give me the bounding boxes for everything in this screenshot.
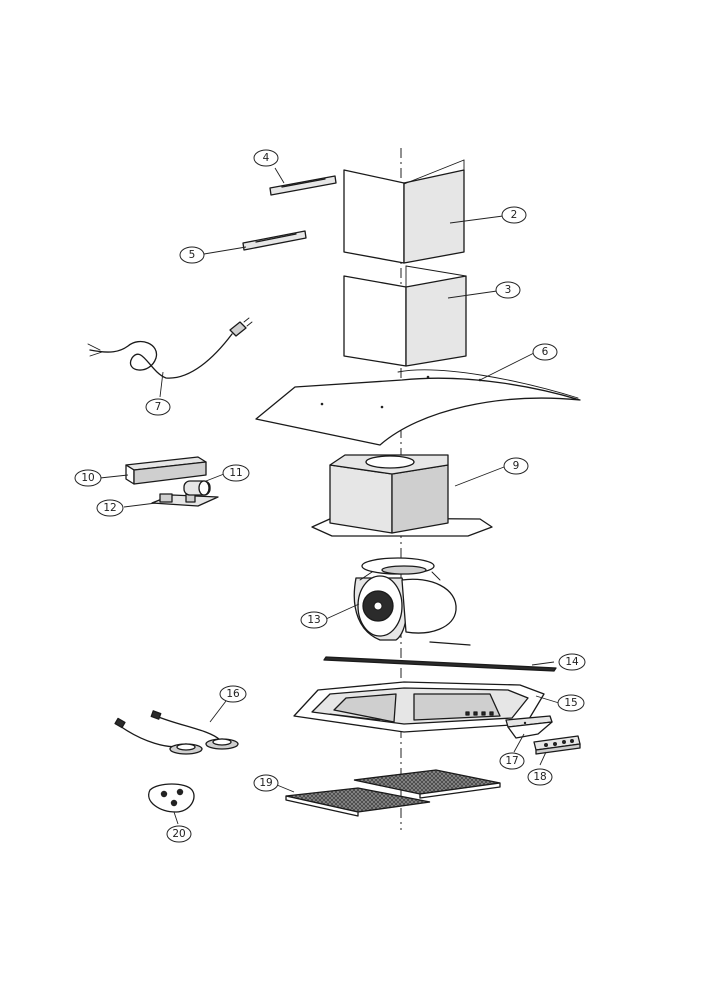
svg-text:2: 2 <box>511 209 518 221</box>
callout-10: 10 <box>74 469 102 487</box>
svg-text:14: 14 <box>565 656 579 668</box>
callout-13: 13 <box>300 611 328 629</box>
sealing-strip <box>323 641 557 672</box>
switch-bracket <box>505 715 553 739</box>
lower-mounting-bracket <box>242 230 307 251</box>
callout-11: 12 <box>96 499 124 517</box>
motor-housing <box>311 454 493 537</box>
callout-14: 14 <box>558 653 586 671</box>
blower-motor <box>353 557 457 641</box>
svg-text:4: 4 <box>263 152 270 164</box>
svg-text:19: 19 <box>259 777 272 789</box>
terminal-block <box>151 493 219 507</box>
svg-text:16: 16 <box>226 688 240 700</box>
svg-text:7: 7 <box>155 401 162 413</box>
svg-text:5: 5 <box>189 249 196 261</box>
hood-body <box>293 681 545 733</box>
callout-12: 11 <box>222 464 250 482</box>
callout-16: 16 <box>219 685 247 703</box>
control-panel <box>533 735 581 755</box>
callout-5: 5 <box>179 246 205 264</box>
callout-6: 6 <box>532 343 558 361</box>
svg-text:11: 11 <box>229 467 242 479</box>
svg-text:20: 20 <box>172 828 185 840</box>
callout-4: 4 <box>253 149 279 167</box>
svg-text:3: 3 <box>505 284 512 296</box>
leader-lines <box>99 167 560 825</box>
callout-19: 19 <box>253 774 279 792</box>
callout-3: 3 <box>495 281 521 299</box>
capacitor <box>183 480 211 496</box>
svg-text:15: 15 <box>564 697 577 709</box>
upper-mounting-bracket <box>269 175 337 196</box>
callout-15: 15 <box>557 694 585 712</box>
svg-text:10: 10 <box>81 472 94 484</box>
upper-chimney-cover <box>343 159 465 264</box>
grease-filters <box>285 769 501 817</box>
svg-text:6: 6 <box>542 346 549 358</box>
callout-18: 18 <box>527 768 553 786</box>
svg-text:9: 9 <box>513 460 520 472</box>
svg-text:18: 18 <box>533 771 546 783</box>
callout-17: 17 <box>499 752 525 770</box>
callout-7: 7 <box>145 398 171 416</box>
svg-text:13: 13 <box>307 614 320 626</box>
svg-text:17: 17 <box>505 755 518 767</box>
power-cord <box>87 317 253 379</box>
callout-9: 9 <box>503 457 529 475</box>
svg-text:12: 12 <box>103 502 116 514</box>
callout-20: 20 <box>166 825 192 843</box>
callout-2: 2 <box>501 206 527 224</box>
halogen-lamps <box>114 710 239 755</box>
lamp-cover <box>148 783 195 813</box>
lower-chimney-cover <box>343 265 467 367</box>
control-box <box>125 456 207 485</box>
glass-canopy <box>255 369 581 446</box>
